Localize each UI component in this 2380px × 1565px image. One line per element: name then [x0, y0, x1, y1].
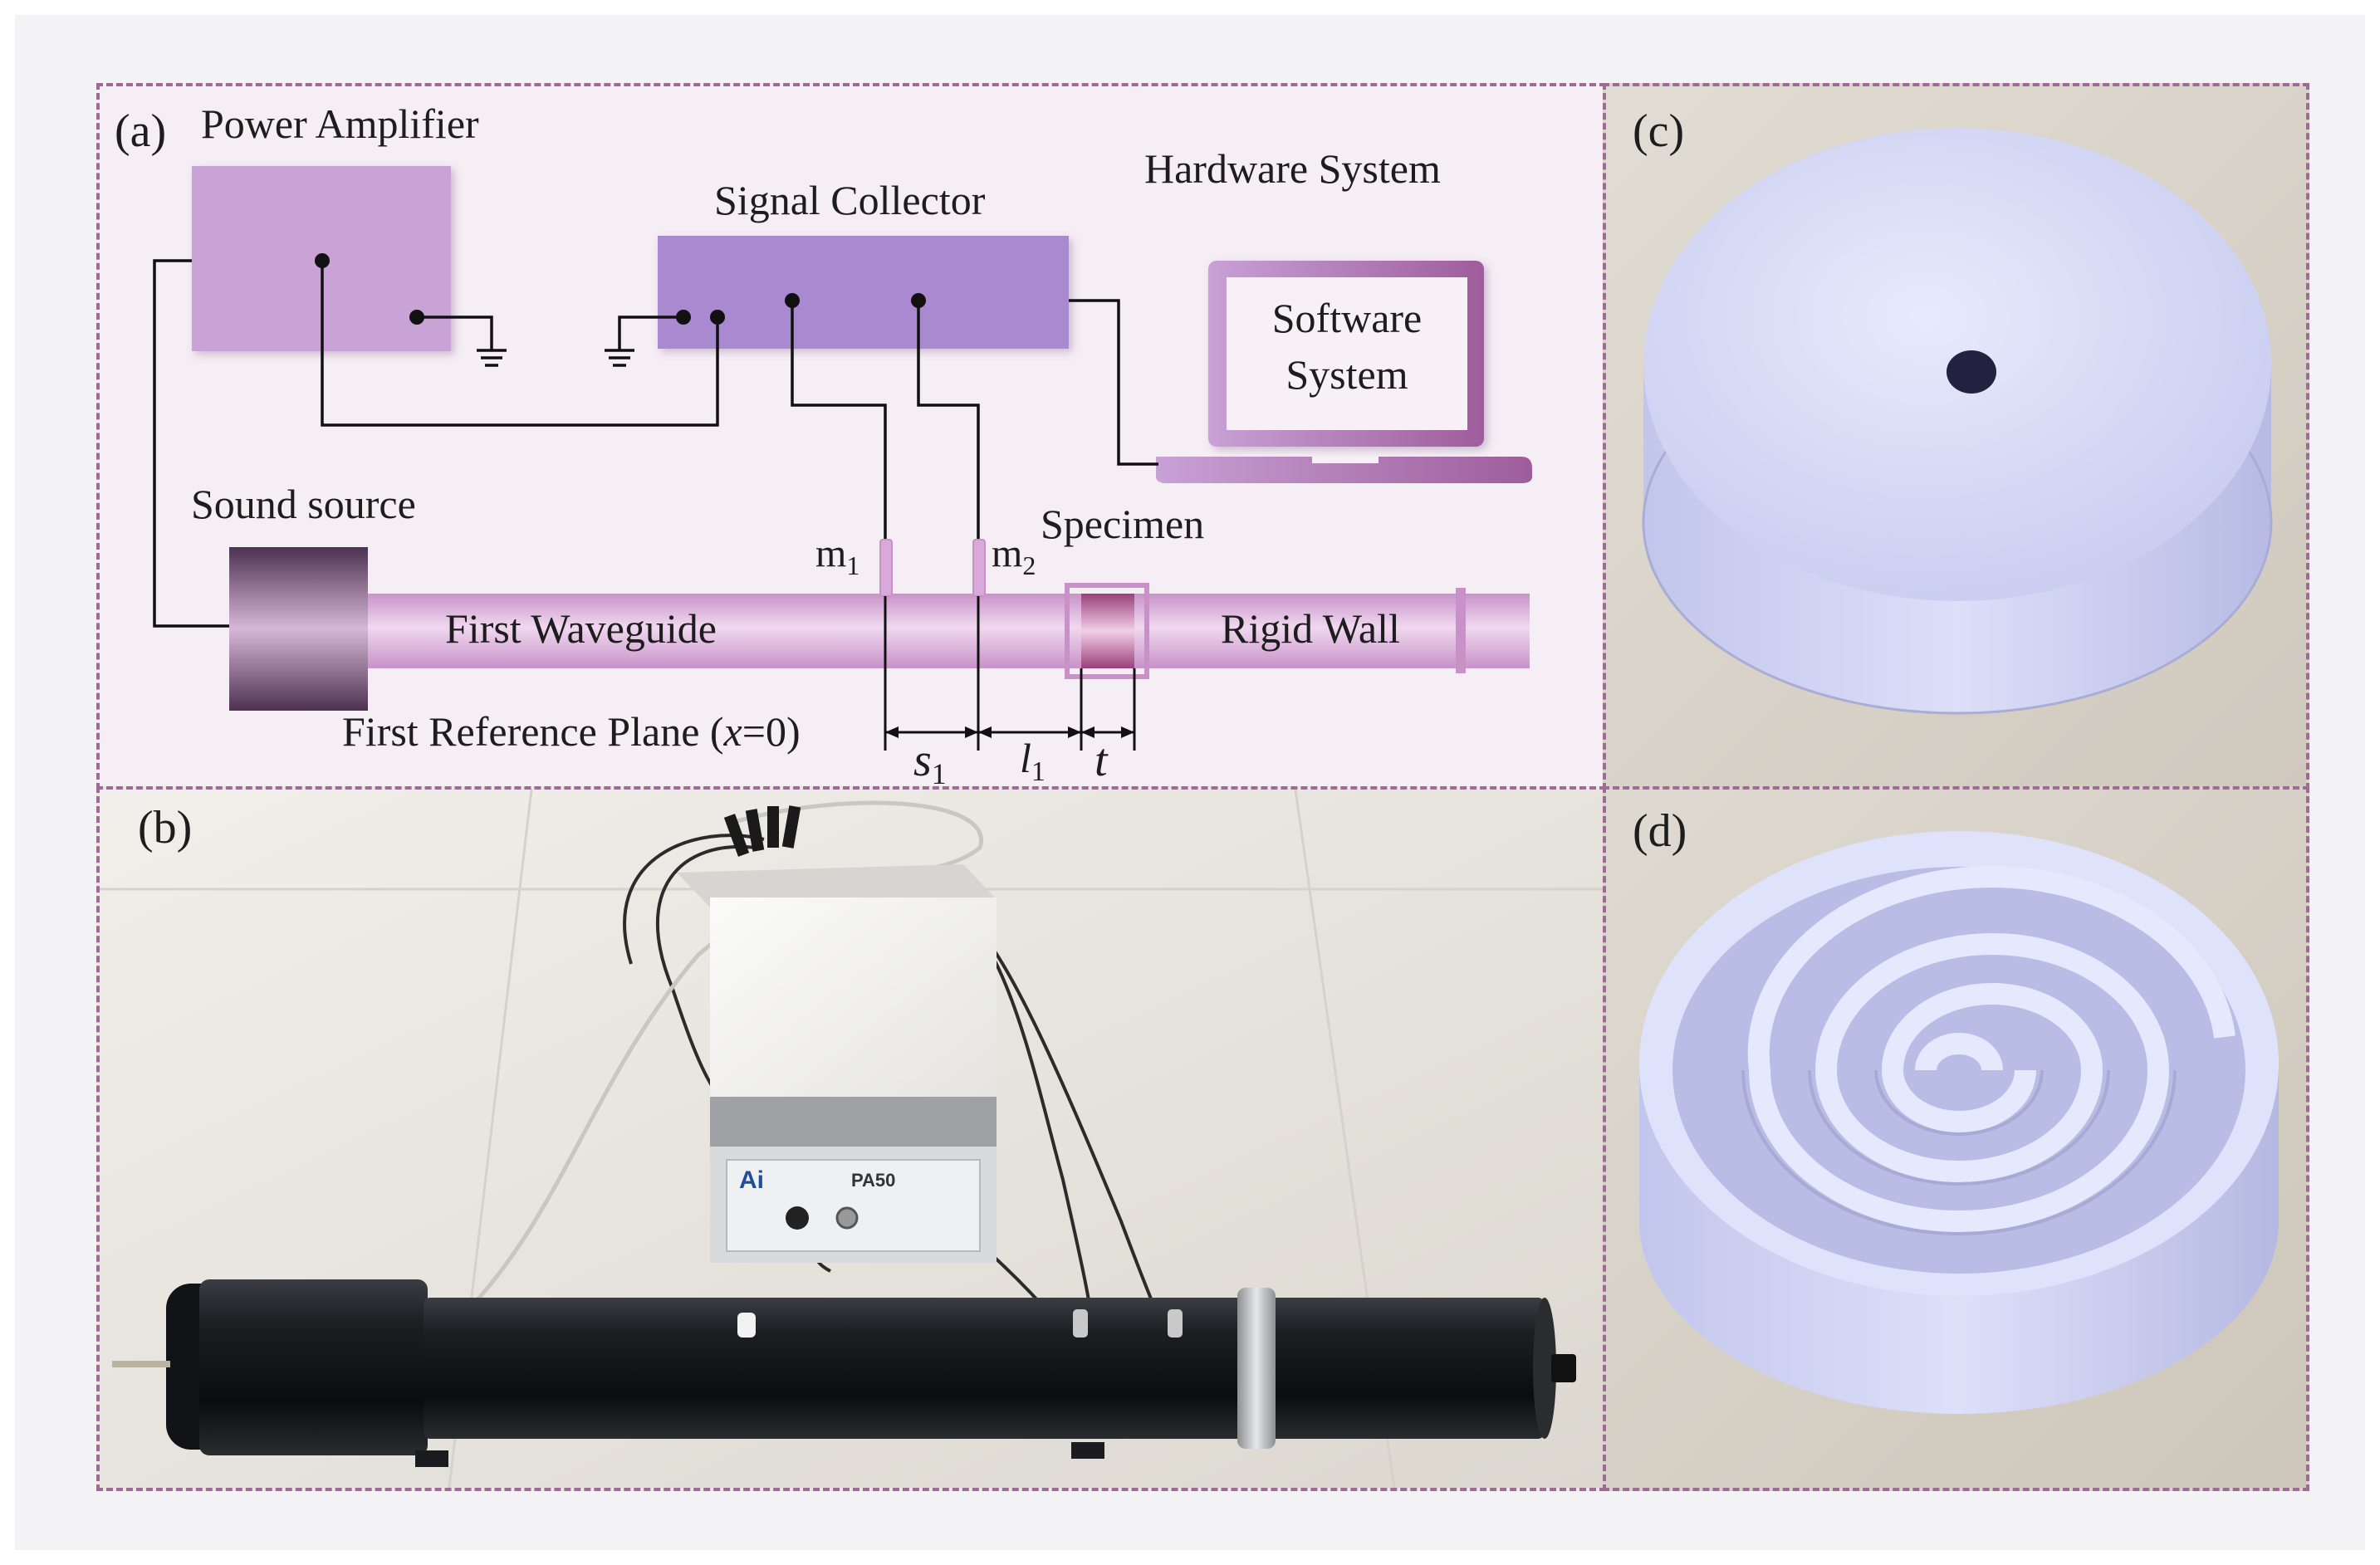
signal-collector-label: Signal Collector: [714, 177, 986, 223]
power-amplifier-label: Power Amplifier: [201, 100, 479, 147]
closed-specimen-svg: (c): [1606, 86, 2306, 786]
dimension-arrows: [885, 726, 1134, 738]
dimension-l1-label: l1: [1020, 735, 1046, 787]
sound-source-label: Sound source: [191, 481, 416, 527]
panel-c-photo: (c): [1603, 83, 2309, 790]
sound-source-block: [229, 547, 368, 711]
tube-photo-svg: PA50 Ai: [100, 790, 1603, 1488]
panel-d-photo: (d): [1603, 786, 2309, 1491]
device-brand-text: PA50: [851, 1170, 895, 1191]
wiring: [153, 259, 1158, 628]
specimen-label: Specimen: [1041, 501, 1204, 547]
schematic-svg: (a) Power Amplifier Signal Collector Har…: [115, 100, 1532, 790]
first-waveguide-label: First Waveguide: [445, 605, 717, 652]
spiral-specimen: [1639, 831, 2279, 1414]
impedance-tube: [112, 1279, 1576, 1467]
device-logo-icon: Ai: [739, 1166, 764, 1194]
panel-b-label: (b): [138, 802, 192, 853]
spiral-specimen-svg: (d): [1606, 790, 2306, 1488]
panel-a-schematic: (a) Power Amplifier Signal Collector Har…: [96, 83, 1606, 790]
connectors: [723, 805, 801, 857]
mic-m1-label: m1: [815, 531, 859, 580]
device-port-icon: [835, 1206, 859, 1230]
mic-m2-label: m2: [992, 531, 1036, 580]
ground-icon: [477, 349, 634, 367]
rigid-wall-label: Rigid Wall: [1221, 605, 1400, 652]
dimension-t-label: t: [1095, 735, 1109, 786]
microphone-m2: [972, 539, 986, 597]
panel-c-label: (c): [1633, 105, 1684, 157]
panel-b-photo: PA50 Ai (b): [96, 786, 1606, 1491]
signal-collector-device: PA50 Ai: [677, 864, 997, 1263]
microphone-m1: [879, 539, 893, 597]
dimension-s1-label: s1: [913, 735, 947, 790]
rigid-wall-end: [1456, 588, 1466, 673]
panel-b-label-layer: (b): [138, 802, 192, 853]
connection-dots: [315, 253, 926, 325]
hardware-system-label: Hardware System: [1144, 145, 1441, 192]
panel-a-label: (a): [115, 105, 166, 157]
software-system-line1: Software: [1272, 295, 1423, 341]
waveguide-tube: [324, 594, 1530, 668]
device-knob-icon: [786, 1206, 809, 1230]
closed-specimen: [1642, 128, 2273, 715]
panel-d-label: (d): [1633, 805, 1687, 857]
software-system-line2: System: [1285, 351, 1408, 398]
specimen-block: [1065, 583, 1149, 679]
laptop-icon: [1156, 261, 1532, 483]
reference-plane-label: First Reference Plane (x=0): [342, 708, 801, 755]
signal-collector-box: [658, 236, 1069, 349]
